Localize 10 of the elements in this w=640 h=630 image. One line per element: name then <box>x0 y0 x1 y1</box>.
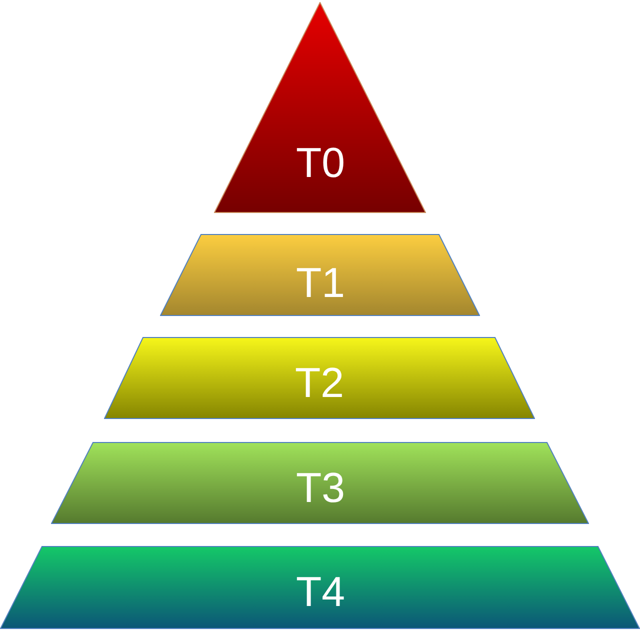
trapezoid-tier <box>0 546 640 629</box>
trapezoid-tier <box>104 337 535 419</box>
trapezoid-tier <box>51 442 589 524</box>
tier-label: T4 <box>296 568 346 616</box>
trapezoid-tier <box>160 234 480 316</box>
tier-label: T1 <box>296 259 346 307</box>
tier-label: T0 <box>296 139 346 187</box>
tier-label: T2 <box>295 359 344 407</box>
triangle-tier <box>214 2 426 213</box>
tier-label: T3 <box>296 464 346 512</box>
